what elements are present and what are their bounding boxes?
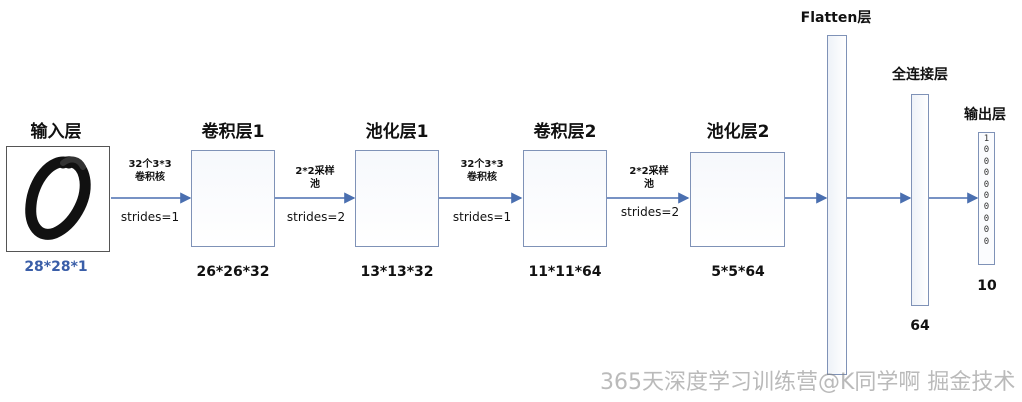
conv2-title: 卷积层2 bbox=[533, 122, 597, 142]
pool2-sample-line2: 池 bbox=[644, 179, 654, 190]
flatten-vector bbox=[827, 35, 847, 375]
conv1-size-label: 26*26*32 bbox=[196, 264, 270, 280]
pool1-sample-line2: 池 bbox=[310, 179, 320, 190]
conv2-size-label: 11*11*64 bbox=[528, 264, 602, 280]
dense-title: 全连接层 bbox=[892, 67, 948, 83]
pool1-feature-map bbox=[355, 150, 439, 247]
conv1-title: 卷积层1 bbox=[201, 122, 265, 142]
handwritten-zero-icon bbox=[25, 156, 91, 240]
dense-vector bbox=[911, 94, 929, 306]
conv2-feature-map bbox=[523, 150, 607, 247]
pool1-sample-line1: 2*2采样 bbox=[295, 166, 335, 177]
output-value-1: 0 bbox=[983, 145, 990, 156]
pool1-size-label: 13*13*32 bbox=[360, 264, 434, 280]
conv1-kernel-line1: 32个3*3 bbox=[128, 159, 172, 170]
conv1-strides: strides=1 bbox=[120, 210, 180, 224]
pool2-size-label: 5*5*64 bbox=[711, 264, 765, 280]
pool1-strides: strides=2 bbox=[286, 210, 346, 224]
pool2-strides: strides=2 bbox=[620, 205, 680, 219]
output-value-4: 0 bbox=[983, 179, 990, 190]
conv2-kernel-line2: 卷积核 bbox=[467, 172, 497, 183]
output-value-8: 0 bbox=[983, 225, 990, 236]
output-value-2: 0 bbox=[983, 156, 990, 167]
pool2-title: 池化层2 bbox=[706, 122, 770, 142]
output-value-7: 0 bbox=[983, 213, 990, 224]
pool1-title: 池化层1 bbox=[365, 122, 429, 142]
pool2-sample-line1: 2*2采样 bbox=[629, 166, 669, 177]
output-value-9: 0 bbox=[983, 236, 990, 247]
dense-size-label: 64 bbox=[910, 318, 930, 334]
conv2-strides: strides=1 bbox=[452, 210, 512, 224]
output-value-0: 1 bbox=[983, 134, 990, 144]
conv1-feature-map bbox=[191, 150, 275, 247]
input-layer-title: 输入层 bbox=[30, 122, 82, 142]
input-digit-image bbox=[6, 146, 110, 252]
output-value-3: 0 bbox=[983, 168, 990, 179]
output-value-6: 0 bbox=[983, 202, 990, 213]
input-size-label: 28*28*1 bbox=[24, 259, 88, 275]
output-title: 输出层 bbox=[964, 107, 1006, 123]
output-vector: 1 0 0 0 0 0 0 0 0 0 bbox=[978, 132, 995, 265]
conv1-kernel-line2: 卷积核 bbox=[135, 172, 165, 183]
output-size-label: 10 bbox=[977, 278, 997, 294]
conv2-kernel-line1: 32个3*3 bbox=[460, 159, 504, 170]
watermark-text: 365天深度学习训练营@K同学啊 掘金技术社区 @ 暴铃树 bbox=[600, 370, 1015, 395]
flatten-title: Flatten层 bbox=[800, 10, 872, 26]
pool2-feature-map bbox=[690, 152, 785, 247]
output-value-5: 0 bbox=[983, 191, 990, 202]
